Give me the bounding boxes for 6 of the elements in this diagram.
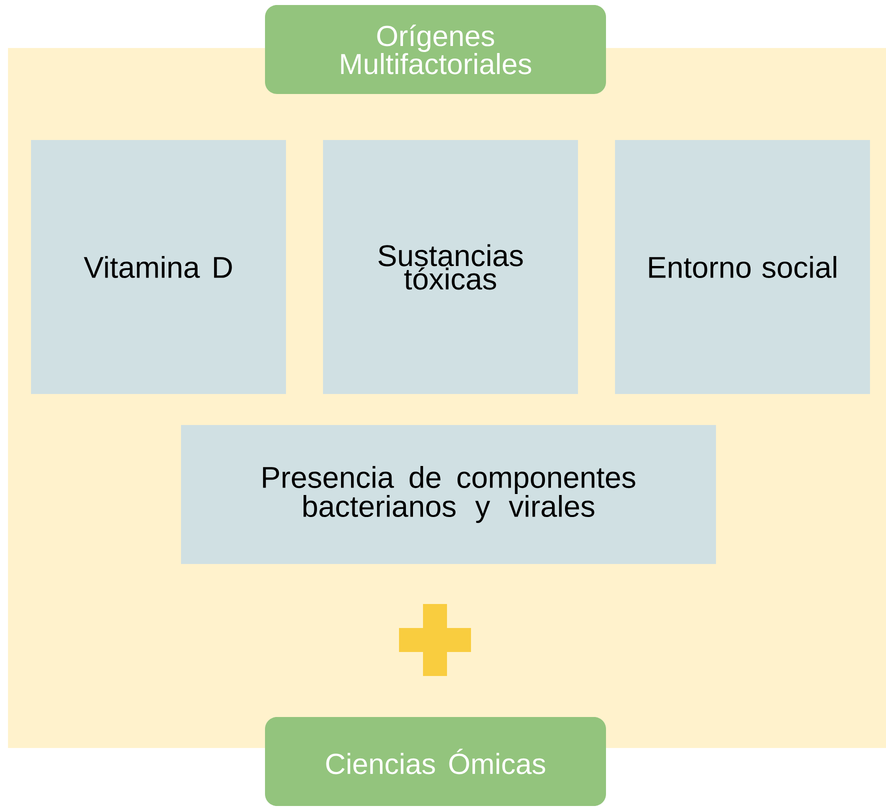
title-box: Orígenes Multifactoriales (265, 5, 606, 94)
factor-box: Vitamina D (31, 140, 286, 394)
factor-box: Sustancias tóxicas (323, 140, 578, 394)
factor-box: Presencia de componentes bacterianos y virales (181, 425, 716, 564)
title-box: Ciencias Ómicas (265, 717, 606, 806)
factor-box: Entorno social (615, 140, 870, 394)
